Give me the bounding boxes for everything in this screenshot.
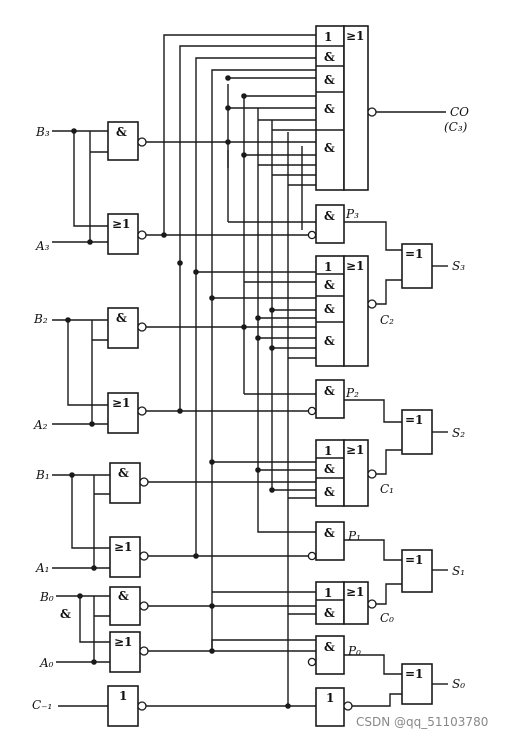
nor-gate-b3a3-symbol: ≥1 [112,217,130,231]
inverter-cin-bubble [137,701,147,711]
p1-gate-and: & [324,526,335,540]
co-block-input-wires [228,77,316,186]
label-s0: S₀ [452,677,465,691]
signal-buses [163,34,316,706]
nand-gate-b0a0-bubble [139,601,149,611]
cin-buffer-gate: 1 [315,687,402,727]
p0-gate: & [211,635,402,675]
label-c0: C₀ [380,611,394,625]
label-s3: S₃ [452,259,465,273]
label-p1: P₁ [347,529,361,543]
nor-gate-b2a2-bubble [137,406,147,416]
xor-s2-symbol: =1 [405,413,423,427]
label-c3: (C₃) [444,120,468,134]
label-p3: P₃ [345,207,359,221]
p0-gate-and: & [324,640,335,654]
nand-gate-b1a1 [109,462,141,504]
co-block-and-3: & [324,102,335,116]
c1-block-one: 1 [324,444,332,458]
label-c2: C₂ [380,313,394,327]
c2-block-or: ≥1 [346,259,364,273]
carry-block-c2: 1 ≥1 & & & [196,255,402,367]
xor-gate-s2: =1 [401,409,448,455]
label-p2: P₂ [345,386,359,400]
nand-gate-b1a1-bubble [139,477,149,487]
nor-gate-b1a1-symbol: ≥1 [114,540,132,554]
xor-gate-s1: =1 [401,549,448,593]
label-co: CO [450,105,469,119]
nor-gate-b2a2-symbol: ≥1 [112,396,130,410]
label-a3: A₃ [35,239,50,253]
p1-gate: & [257,520,402,561]
co-block-and-2: & [324,73,335,87]
xor-gate-s3: =1 [401,243,448,289]
label-p0: P₀ [347,644,361,658]
stray-and-symbol: & [60,607,71,621]
carry-block-co: 1 ≥1 & & & & [315,25,446,191]
c0-block-and: & [324,606,335,620]
label-b1: B₁ [35,468,50,482]
label-c1: C₁ [380,482,394,496]
label-a2: A₂ [33,418,48,432]
nand-gate-b0a0 [109,586,141,626]
c2-block-one: 1 [324,260,332,274]
co-block-or: ≥1 [346,29,364,43]
nor-gate-b0a0-symbol: ≥1 [114,635,132,649]
co-block-and-1: & [324,50,335,64]
c2-block-and-3: & [324,334,335,348]
cin-buffer-one: 1 [326,691,334,705]
co-block-one: 1 [324,30,332,44]
p3-gate: & [228,204,402,251]
carry-block-c1: 1 ≥1 & & [212,439,402,507]
nor-gate-b0a0-bubble [139,646,149,656]
c0-block-one: 1 [324,586,332,600]
nand-gate-b2a2-bubble [137,322,147,332]
nand-gate-b3a3-symbol: & [116,125,127,139]
c1-block-and-1: & [324,462,335,476]
p3-gate-and: & [324,209,335,223]
inverter-cin-symbol: 1 [119,689,127,703]
xor-s3-symbol: =1 [405,247,423,261]
input-labels: B₃ A₃ B₂ A₂ B₁ A₁ B₀ A₀ C₋₁ & [32,125,71,712]
input-gate-stage: & ≥1 & ≥1 & ≥1 & ≥1 1 [107,121,149,727]
xor-gate-s0: =1 [401,663,448,705]
nor-gate-b0a0 [109,631,141,673]
carry-block-c0: 1 ≥1 & [212,581,402,625]
label-b2: B₂ [33,312,48,326]
watermark: CSDN @qq_51103780 [356,715,488,729]
nand-gate-b3a3 [107,121,139,161]
nand-gate-b2a2-symbol: & [116,311,127,325]
nand-gate-b1a1-symbol: & [118,466,129,480]
label-s1: S₁ [452,564,465,578]
input-wiring [52,128,110,707]
c1-block-and-2: & [324,485,335,499]
label-s2: S₂ [452,426,465,440]
p2-gate-and: & [324,384,335,398]
co-block-and-4: & [324,141,335,155]
xor-s1-symbol: =1 [405,553,423,567]
c0-block-or: ≥1 [346,585,364,599]
nor-gate-b3a3 [107,213,139,255]
label-a1: A₁ [35,561,49,575]
c2-block-and-1: & [324,278,335,292]
label-cin: C₋₁ [32,698,52,712]
nor-gate-b1a1-bubble [139,551,149,561]
c1-block-or: ≥1 [346,443,364,457]
nand-gate-b2a2 [107,307,139,349]
label-b3: B₃ [35,125,50,139]
label-a0: A₀ [39,656,54,670]
xor-s0-symbol: =1 [405,667,423,681]
nand-gate-b3a3-bubble [137,137,147,147]
nand-gate-b0a0-symbol: & [118,589,129,603]
c2-block-and-2: & [324,302,335,316]
label-b0: B₀ [39,590,54,604]
nor-gate-b3a3-bubble [137,230,147,240]
p2-gate: & [244,379,402,423]
